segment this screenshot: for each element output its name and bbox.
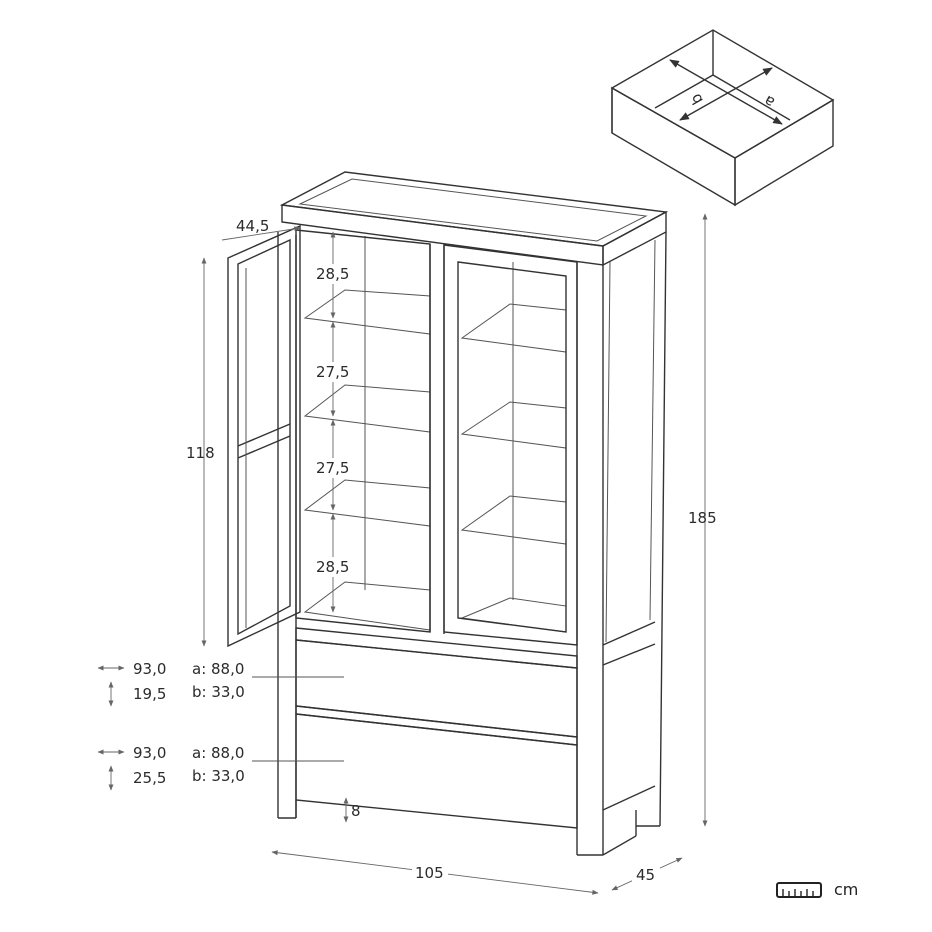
overall-depth-label: 45: [636, 866, 655, 884]
drawer-2-outer-width: 93,0: [133, 744, 166, 762]
shelf-spacing-4-label: 28,5: [316, 558, 349, 576]
drawer-2-specs: 93,0 25,5 a: 88,0 b: 33,0: [97, 744, 344, 791]
drawer-2-inner-a: a: 88,0: [192, 744, 244, 762]
shelf-spacing-2-label: 27,5: [316, 363, 349, 381]
drawer-2-outer-height: 25,5: [133, 769, 166, 787]
door-open-depth-label: 44,5: [236, 217, 269, 235]
shelf-spacing-3-label: 27,5: [316, 459, 349, 477]
drawer-2-inner-b: b: 33,0: [192, 767, 245, 785]
drawer-box-label-a: a: [761, 92, 778, 112]
unit-legend: cm: [776, 880, 858, 899]
drawer-box-label-b: b: [686, 90, 706, 107]
drawer-1-inner-b: b: 33,0: [192, 683, 245, 701]
cabinet-illustration: [227, 171, 669, 856]
overall-width-label: 105: [415, 864, 444, 882]
overall-height-label: 185: [688, 509, 717, 527]
drawer-1-outer-width: 93,0: [133, 660, 166, 678]
drawer-1-specs: 93,0 19,5 a: 88,0 b: 33,0: [97, 660, 344, 707]
door-height-label: 118: [186, 444, 215, 462]
feet-height-label: 8: [351, 802, 361, 820]
drawer-1-outer-height: 19,5: [133, 685, 166, 703]
unit-label: cm: [834, 880, 858, 899]
drawer-1-inner-a: a: 88,0: [192, 660, 244, 678]
drawer-box-illustration: b a: [610, 29, 835, 207]
shelf-spacing-1-label: 28,5: [316, 265, 349, 283]
ruler-icon: [776, 882, 822, 898]
